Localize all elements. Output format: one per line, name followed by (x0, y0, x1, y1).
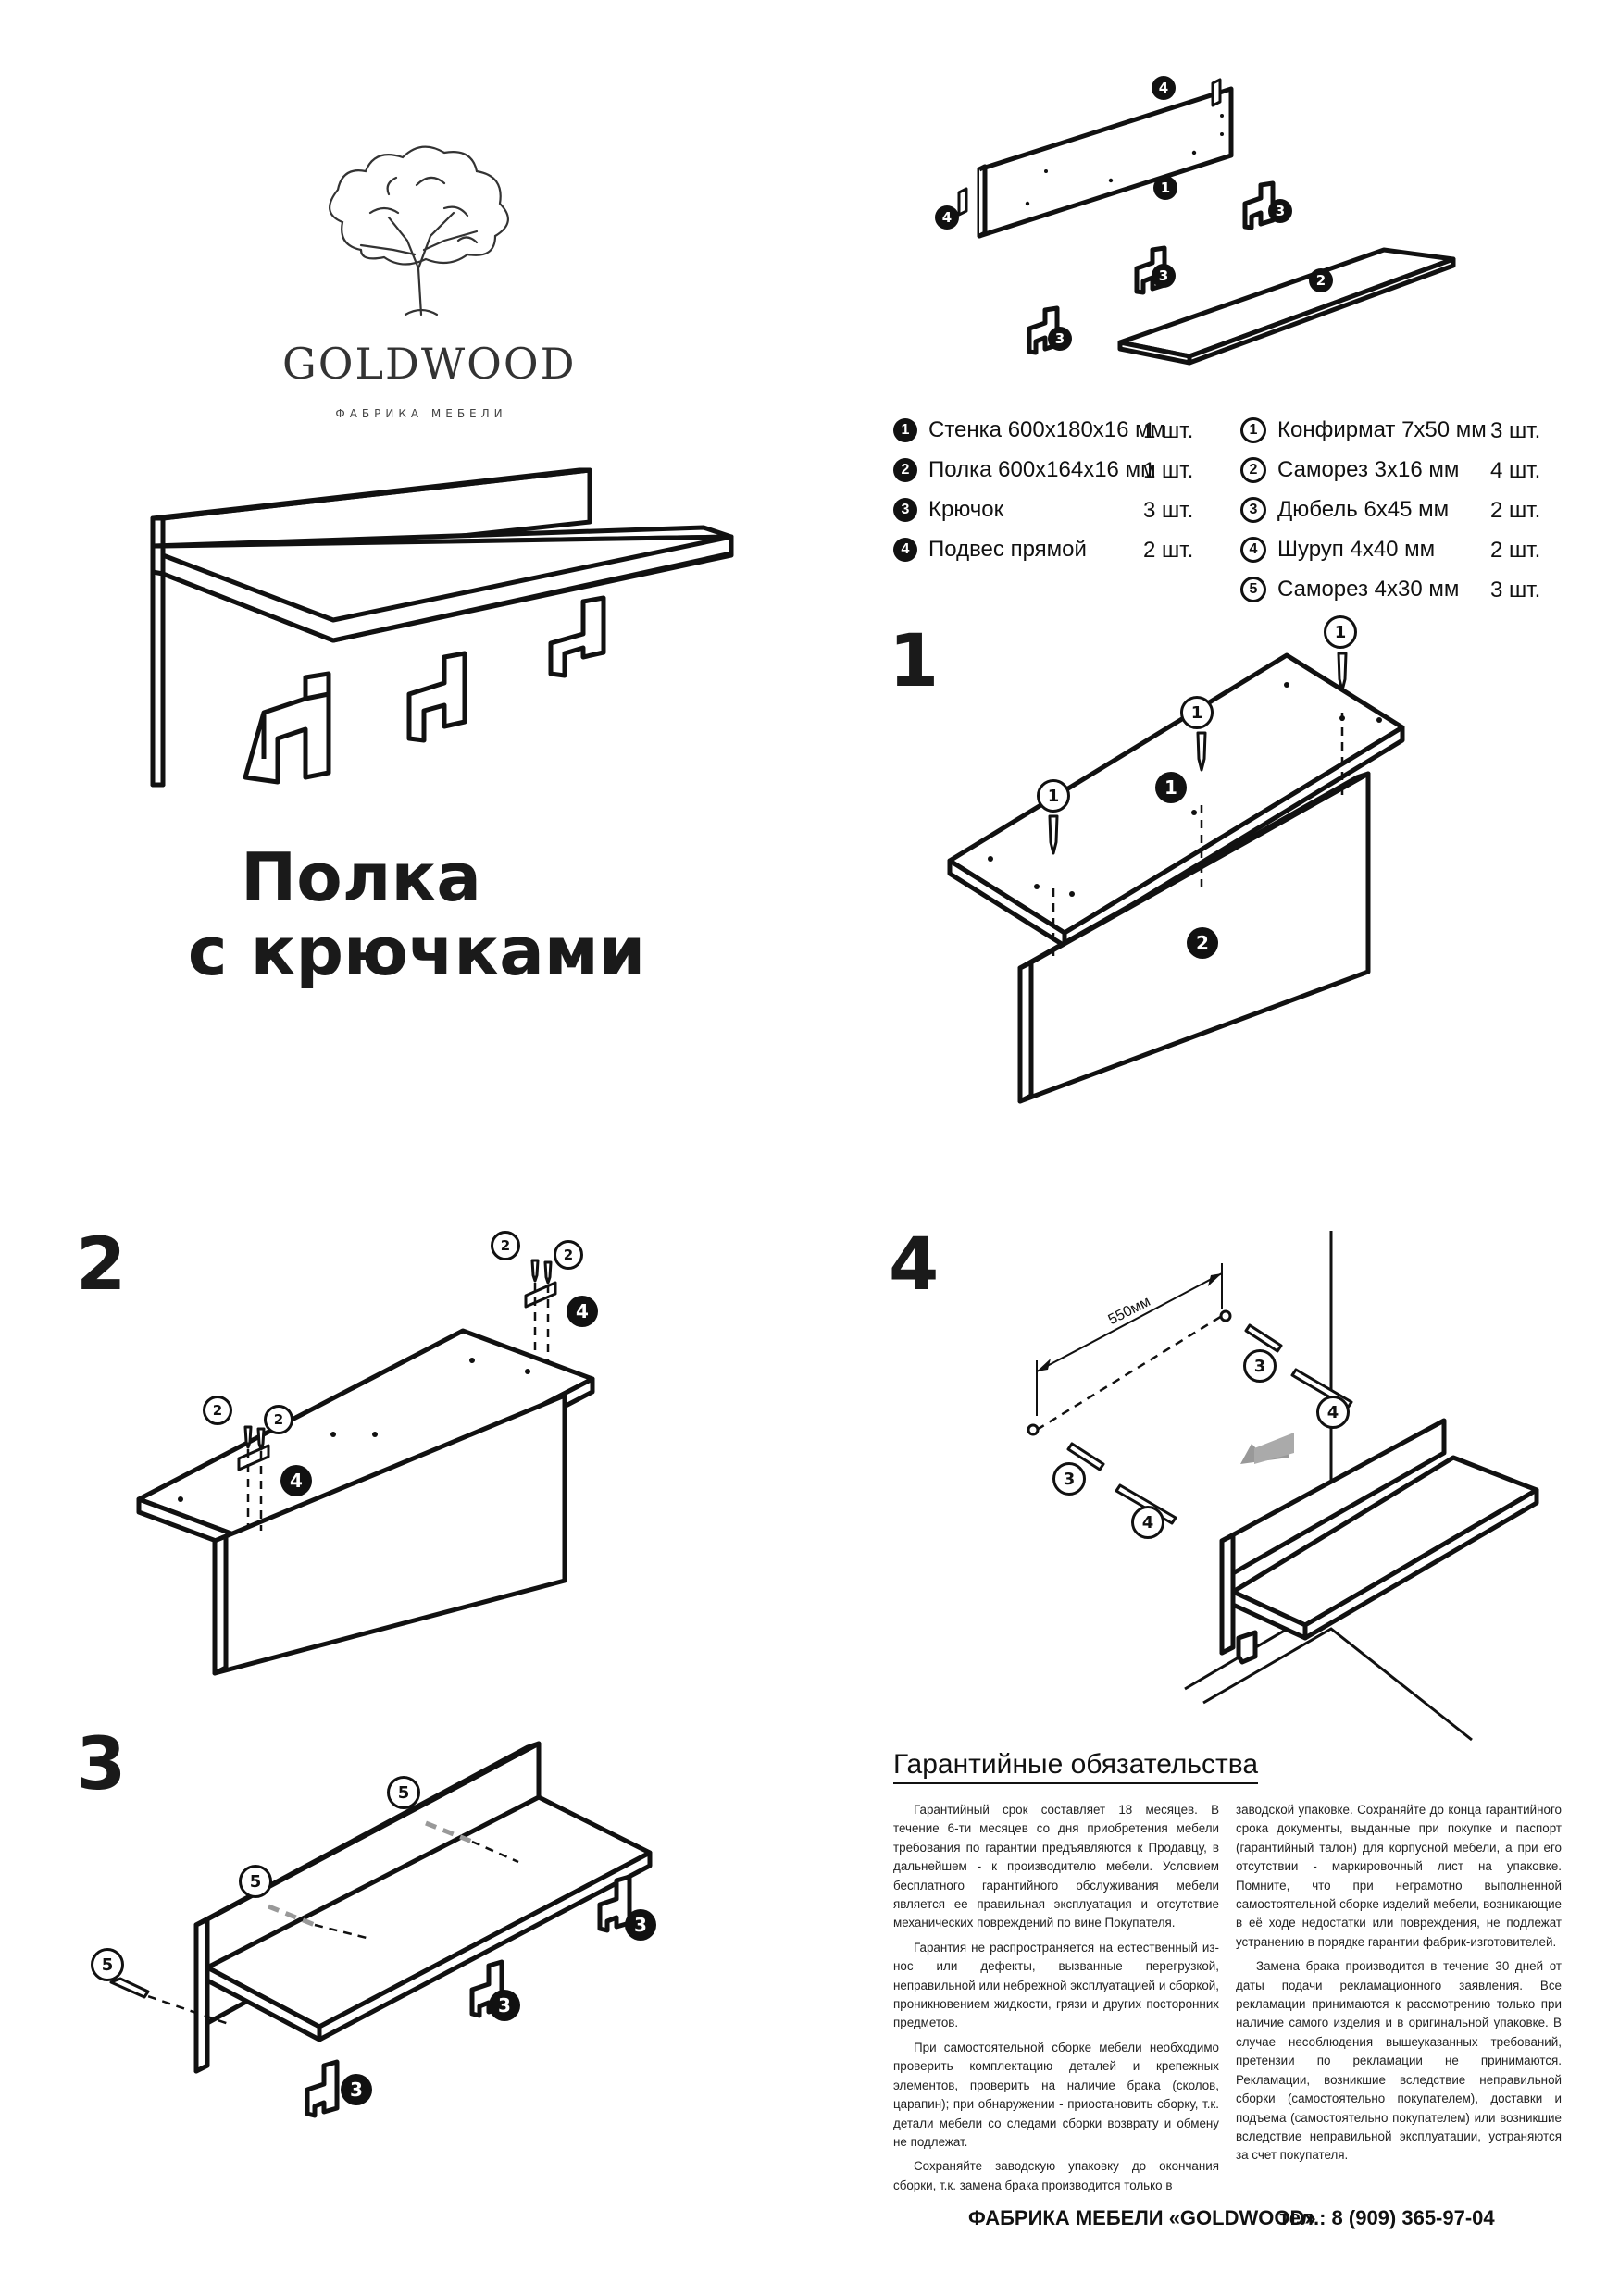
product-title-line1: Полка (241, 838, 481, 916)
step-4-illustration (1027, 1231, 1539, 1742)
callout-hook-3-a: 3 (625, 1909, 656, 1941)
step-2-illustration (136, 1259, 595, 1676)
part-number: 1 (893, 418, 917, 442)
step-1-illustration (947, 652, 1405, 1104)
callout-fastener-5-c: 5 (91, 1948, 124, 1981)
fastener-qty: 3 шт. (1490, 577, 1541, 602)
warranty-paragraph: Гарантия не распространяется на естестве… (893, 1940, 1219, 2030)
fastener-name: Конфирмат 7х50 мм (1277, 417, 1487, 442)
fastener-qty: 2 шт. (1490, 498, 1541, 523)
hero-shelf-illustration (150, 467, 734, 788)
warranty-column-1: Гарантийный срок составляет 18 месяцев. … (893, 1801, 1219, 2201)
callout-panel-1: 1 (1155, 772, 1187, 803)
brand-subtitle: ФАБРИКА МЕБЕЛИ (335, 407, 507, 420)
fastener-number: 4 (1240, 537, 1266, 563)
callout-fastener-1-c: 1 (1324, 615, 1357, 649)
part-name: Крючок (928, 497, 1004, 522)
callout-dowel-3-a: 3 (1243, 1349, 1277, 1383)
callout-part-4-top: 4 (1152, 76, 1176, 100)
part-name: Стенка 600х180х16 мм (928, 417, 1166, 442)
fastener-row: 4 Шуруп 4х40 мм (1240, 536, 1435, 564)
step-3-illustration (109, 1741, 653, 2118)
warranty-paragraph: При самостоятельной сборке мебели необхо… (893, 2040, 1219, 2149)
callout-part-3-a: 3 (1268, 199, 1292, 223)
callout-part-4-left: 4 (935, 205, 959, 230)
callout-hanger-4-b: 4 (567, 1296, 598, 1327)
footer-company: ФАБРИКА МЕБЕЛИ «GOLDWOOD» (968, 2206, 1316, 2229)
fastener-name: Шуруп 4х40 мм (1277, 537, 1436, 562)
brand-name: GOLDWOOD (282, 339, 577, 389)
callout-fastener-1-b: 1 (1180, 696, 1214, 729)
callout-fastener-2-a: 2 (203, 1396, 232, 1425)
warranty-column-2: заводской упаковке. Сохраняйте до конца … (1236, 1801, 1562, 2171)
callout-part-2: 2 (1309, 268, 1333, 292)
callout-screw-4-b: 4 (1131, 1506, 1164, 1539)
part-qty: 1 шт. (1143, 418, 1194, 443)
fastener-number: 3 (1240, 497, 1266, 523)
callout-part-3-b: 3 (1152, 264, 1176, 288)
fastener-name: Саморез 4х30 мм (1277, 577, 1460, 602)
fastener-qty: 3 шт. (1490, 418, 1541, 443)
fastener-name: Саморез 3х16 мм (1277, 457, 1460, 482)
tree-logo-icon (329, 145, 509, 316)
step-number-3: 3 (76, 1723, 127, 1806)
warranty-paragraph: Замена брака производится в течение 30 д… (1236, 1959, 1562, 2163)
warranty-paragraph: Сохраняйте заводскую упаковку до окончан… (893, 2159, 1219, 2192)
callout-fastener-2-b: 2 (264, 1405, 293, 1434)
parts-exploded-view (957, 78, 1456, 366)
step-number-4: 4 (889, 1223, 940, 1307)
fastener-number: 5 (1240, 577, 1266, 602)
warranty-title: Гарантийные обязательства (893, 1749, 1259, 1784)
part-row: 4 Подвес прямой (893, 536, 1087, 564)
fastener-row: 5 Саморез 4х30 мм (1240, 576, 1459, 603)
part-row: 3 Крючок (893, 496, 1003, 524)
callout-hook-3-b: 3 (489, 1990, 520, 2021)
callout-panel-2: 2 (1187, 927, 1218, 959)
fastener-row: 1 Конфирмат 7х50 мм (1240, 416, 1487, 444)
step-number-2: 2 (76, 1223, 127, 1307)
fastener-row: 3 Дюбель 6х45 мм (1240, 496, 1449, 524)
product-title-line2: с крючками (187, 912, 646, 990)
part-row: 1 Стенка 600х180х16 мм (893, 416, 1165, 444)
part-qty: 2 шт. (1143, 538, 1194, 563)
footer-phone: тел.: 8 (909) 365-97-04 (1279, 2206, 1495, 2229)
callout-fastener-2-d: 2 (554, 1240, 583, 1270)
part-row: 2 Полка 600х164х16 мм (893, 456, 1156, 484)
part-qty: 1 шт. (1143, 458, 1194, 483)
part-number: 3 (893, 498, 917, 522)
fastener-row: 2 Саморез 3х16 мм (1240, 456, 1459, 484)
callout-fastener-2-c: 2 (491, 1231, 520, 1260)
callout-fastener-5-b: 5 (239, 1865, 272, 1898)
callout-part-1: 1 (1153, 176, 1177, 200)
part-name: Полка 600х164х16 мм (928, 457, 1156, 482)
callout-hanger-4-a: 4 (280, 1465, 312, 1496)
callout-hook-3-c: 3 (341, 2074, 372, 2105)
warranty-paragraph: заводской упаковке. Сохраняйте до конца … (1236, 1803, 1562, 1949)
fastener-qty: 4 шт. (1490, 458, 1541, 483)
callout-dowel-3-b: 3 (1052, 1462, 1086, 1496)
part-number: 4 (893, 538, 917, 562)
fastener-qty: 2 шт. (1490, 538, 1541, 563)
part-number: 2 (893, 458, 917, 482)
fastener-name: Дюбель 6х45 мм (1277, 497, 1450, 522)
callout-fastener-1-a: 1 (1037, 779, 1070, 813)
callout-screw-4-a: 4 (1316, 1396, 1350, 1429)
part-qty: 3 шт. (1143, 498, 1194, 523)
callout-fastener-5-a: 5 (387, 1776, 420, 1809)
step-number-1: 1 (889, 620, 940, 703)
fastener-number: 2 (1240, 457, 1266, 483)
part-name: Подвес прямой (928, 537, 1087, 562)
fastener-number: 1 (1240, 417, 1266, 443)
callout-part-3-c: 3 (1048, 327, 1072, 351)
warranty-paragraph: Гарантийный срок составляет 18 месяцев. … (893, 1803, 1219, 1930)
